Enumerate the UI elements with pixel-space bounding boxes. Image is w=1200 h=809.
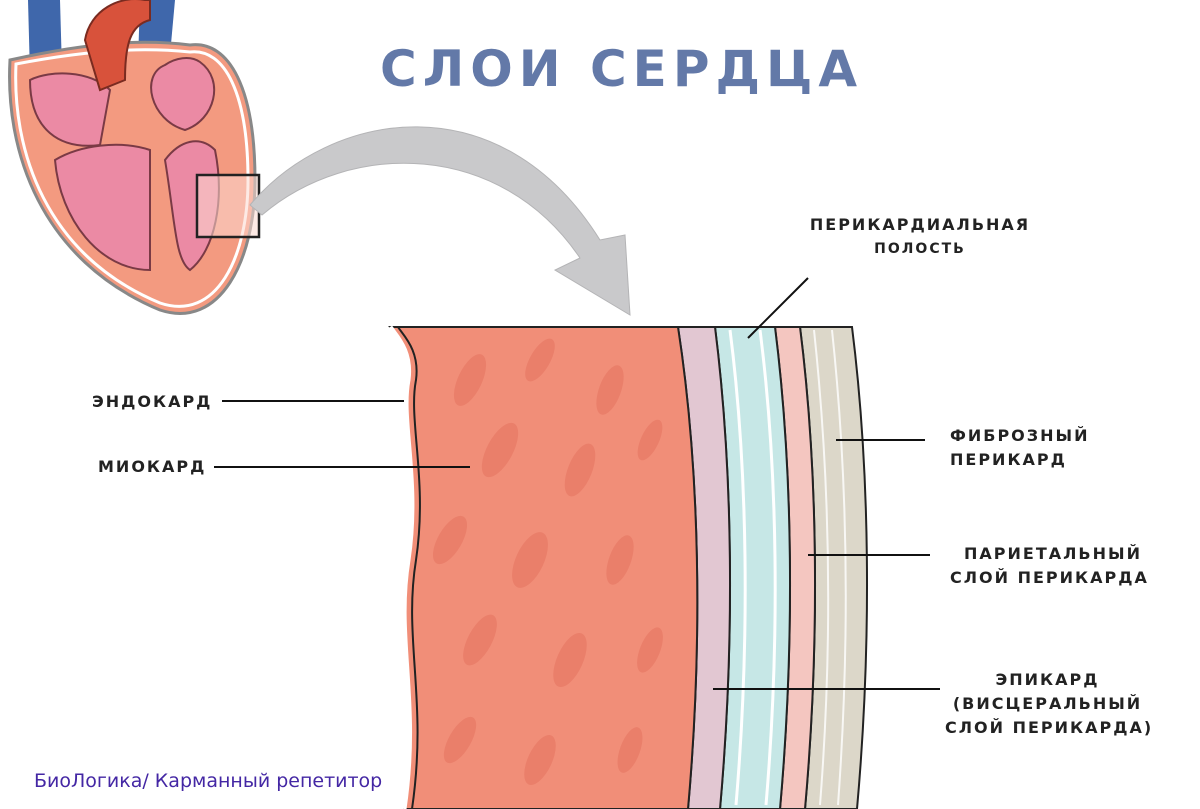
zoom-arrow — [249, 126, 631, 316]
heart-cross-section — [8, 0, 261, 315]
pericardial-cavity-leader — [747, 277, 809, 339]
endocardium-layer — [387, 325, 415, 809]
label-epicardium: ЭПИКАРД (ВИСЦЕРАЛЬНЫЙ СЛОЙ ПЕРИКАРДА) — [945, 670, 1154, 737]
right-ventricle — [53, 143, 151, 272]
credit-caption: БиоЛогика/ Карманный репетитор — [34, 770, 383, 792]
left-atrium — [150, 57, 216, 132]
page-title: СЛОИ СЕРДЦА — [380, 40, 864, 98]
aorta — [83, 0, 151, 92]
myocardium-layer — [388, 326, 699, 809]
myocardium-texture — [432, 338, 663, 785]
label-parietal-layer: ПАРИЕТАЛЬНЫЙ СЛОЙ ПЕРИКАРДА — [950, 544, 1149, 587]
label-endocardium: ЭНДОКАРД — [92, 392, 213, 411]
label-myocardium: МИОКАРД — [98, 457, 207, 476]
label-pericardial-cavity: ПЕРИКАРДИАЛЬНАЯ ПОЛОСТЬ — [809, 215, 1031, 257]
zoom-region-box — [195, 173, 261, 239]
label-fibrous-pericardium: ФИБРОЗНЫЙ ПЕРИКАРД — [950, 426, 1090, 469]
